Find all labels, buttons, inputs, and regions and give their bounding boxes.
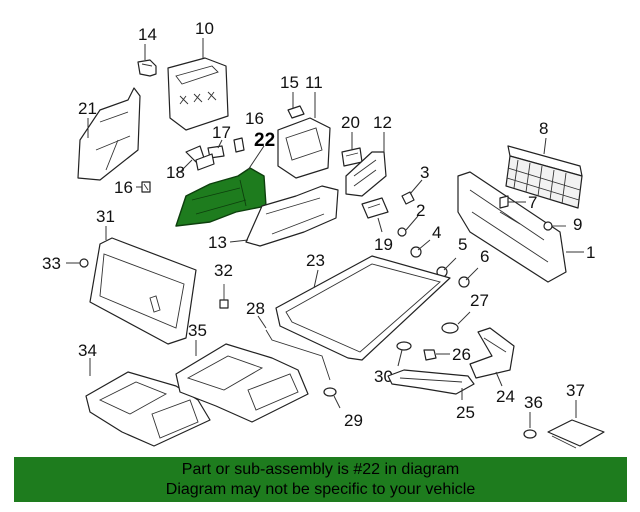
callout-28: 28 xyxy=(246,299,265,318)
part-8-cargo-net xyxy=(505,145,583,209)
part-16-bolt-lower xyxy=(141,181,151,193)
callout-29: 29 xyxy=(344,411,363,430)
part-32-fastener xyxy=(219,284,229,309)
callout-7: 7 xyxy=(528,193,537,212)
callout-14: 14 xyxy=(138,25,157,44)
callout-15: 15 xyxy=(280,73,299,92)
callout-5: 5 xyxy=(458,235,467,254)
part-3-clip xyxy=(401,191,415,205)
callout-26: 26 xyxy=(452,345,471,364)
callout-23: 23 xyxy=(306,251,325,270)
part-27-fastener xyxy=(441,311,471,334)
part-31-seat-back-panel xyxy=(89,237,197,345)
callout-3: 3 xyxy=(420,163,429,182)
callout-4: 4 xyxy=(432,223,441,242)
part-4-bolt xyxy=(410,239,431,258)
part-33-cap xyxy=(79,258,89,268)
callout-34: 34 xyxy=(78,341,97,360)
callout-11: 11 xyxy=(305,73,323,92)
callout-13: 13 xyxy=(208,233,227,252)
part-29-grommet xyxy=(323,387,337,397)
part-11-storage-trim xyxy=(277,117,331,179)
part-28-rod xyxy=(265,329,331,381)
part-30-plug xyxy=(396,341,412,351)
part-26-nut xyxy=(423,349,450,361)
callout-25: 25 xyxy=(456,403,475,422)
banner-line-1: Part or sub-assembly is #22 in diagram xyxy=(181,461,460,478)
part-22-highlighted-trim xyxy=(175,167,267,227)
callout-27: 27 xyxy=(470,291,489,310)
part-25-sill-plate xyxy=(387,369,475,395)
info-banner: Part or sub-assembly is #22 in diagram D… xyxy=(14,457,627,502)
callout-16-lower: 16 xyxy=(114,178,133,197)
part-14-clip xyxy=(137,59,157,77)
part-5-bolt xyxy=(436,257,457,278)
callout-20: 20 xyxy=(341,113,360,132)
part-24-corner-trim xyxy=(469,327,515,379)
part-13-floor-trim xyxy=(245,185,339,247)
part-18-bracket xyxy=(185,145,215,171)
part-21-side-trim xyxy=(77,87,141,181)
part-2-plug xyxy=(397,227,407,237)
callout-33: 33 xyxy=(42,254,61,273)
callout-9: 9 xyxy=(573,215,582,234)
part-10-trim-panel xyxy=(167,57,229,131)
callout-12: 12 xyxy=(373,113,392,132)
part-12-side-cover xyxy=(345,151,387,197)
callout-2: 2 xyxy=(416,201,425,220)
part-15-clip xyxy=(287,105,305,119)
callout-35: 35 xyxy=(188,321,207,340)
part-34-floor-mat-front xyxy=(85,371,211,447)
part-9-screw xyxy=(543,221,566,231)
callout-19: 19 xyxy=(374,235,393,254)
callout-8: 8 xyxy=(539,119,548,138)
callout-30: 30 xyxy=(374,367,393,386)
part-1-side-wall-panel xyxy=(457,171,567,283)
callout-10: 10 xyxy=(195,19,214,38)
callout-18: 18 xyxy=(166,163,185,182)
part-6-bolt xyxy=(458,267,479,288)
callout-6: 6 xyxy=(480,247,489,266)
callout-31: 31 xyxy=(96,207,115,226)
banner-line-2: Diagram may not be specific to your vehi… xyxy=(165,481,476,498)
part-16-clip-upper xyxy=(233,137,245,153)
callout-16-upper: 16 xyxy=(245,109,264,128)
parts-diagram: 14 10 21 15 11 16 17 18 16 xyxy=(42,19,605,449)
callout-22: 22 xyxy=(254,130,275,151)
part-7-clip xyxy=(499,195,509,209)
part-36-grommet xyxy=(523,429,537,439)
callout-32: 32 xyxy=(214,261,233,280)
callout-24: 24 xyxy=(496,387,515,406)
callout-1: 1 xyxy=(586,243,595,262)
callout-21: 21 xyxy=(78,99,97,118)
part-19-handle xyxy=(361,197,389,219)
part-37-pad xyxy=(547,419,605,449)
callout-17: 17 xyxy=(212,123,231,142)
callout-37: 37 xyxy=(566,381,585,400)
part-23-cargo-floor-mat xyxy=(275,255,451,361)
part-35-floor-mat-rear xyxy=(175,343,309,423)
callout-36: 36 xyxy=(524,393,543,412)
